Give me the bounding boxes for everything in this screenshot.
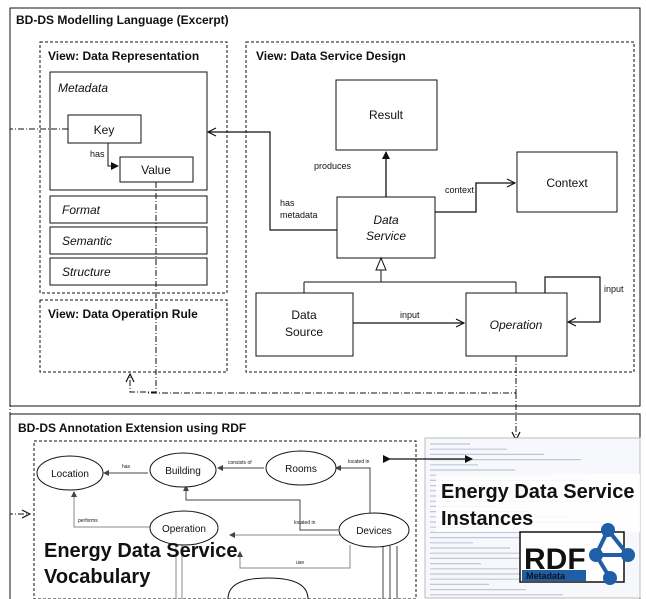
view-data-operation-rule-title: View: Data Operation Rule <box>48 307 198 321</box>
structure-box <box>49 257 208 286</box>
instances-title-line-2: Instances <box>441 508 533 530</box>
data-service-label-2: Service <box>366 229 406 243</box>
self-input-edge <box>544 276 601 322</box>
operation-link-connector <box>148 356 517 394</box>
has-edge <box>107 143 119 170</box>
inheritance-triangle <box>375 256 387 271</box>
use-edge-label: use <box>296 560 304 566</box>
view-data-service-design-title: View: Data Service Design <box>256 49 406 63</box>
context-box <box>516 151 618 213</box>
data-source-box <box>255 292 354 357</box>
instances-title-backdrop <box>436 474 640 532</box>
devices-building-edge <box>183 485 338 531</box>
produces-label: produces <box>314 161 352 171</box>
metadata-label: Metadata <box>58 81 108 95</box>
operation-node <box>149 510 219 546</box>
has-edge-vocab-label: has <box>122 464 131 470</box>
devices-label: Devices <box>356 526 392 537</box>
use-edge <box>237 545 351 569</box>
located-in-edge-1-label: located in <box>348 459 370 465</box>
key-box <box>67 114 142 144</box>
has-label: has <box>90 149 105 159</box>
result-label: Result <box>369 108 404 122</box>
input-edge-label: input <box>400 310 420 320</box>
key-label: Key <box>94 123 115 137</box>
data-service-label-1: Data <box>373 213 399 227</box>
devices-down-edges <box>382 546 398 599</box>
data-source-label-2: Source <box>285 325 323 339</box>
rdf-logo-sub-band <box>522 570 586 581</box>
view-data-operation-rule <box>39 299 228 373</box>
inheritance-edge <box>303 270 517 293</box>
data-source-label-1: Data <box>291 308 317 322</box>
context-edge-label: context <box>445 185 475 195</box>
has-metadata-label-2: metadata <box>280 210 318 220</box>
format-box <box>49 195 208 224</box>
context-label: Context <box>546 176 588 190</box>
performs-edge-label: performs <box>78 518 98 524</box>
rdf-logo: RDF Metadata <box>519 523 635 585</box>
location-label: Location <box>51 469 89 480</box>
context-edge <box>435 183 515 213</box>
key-link-connector <box>9 128 68 514</box>
vocabulary-title-line-1: Energy Data Service <box>44 540 237 562</box>
rdf-logo-sub: Metadata <box>526 571 566 581</box>
located-in-edge-2-label: located in <box>294 520 316 526</box>
view-data-service-design <box>245 41 635 373</box>
operation-down-edge <box>175 545 183 599</box>
self-input-label: input <box>604 284 624 294</box>
vocabulary-title-line-2: Vocabulary <box>44 566 151 588</box>
building-node <box>149 452 217 488</box>
format-label: Format <box>62 203 101 217</box>
value-label: Value <box>141 163 171 177</box>
annotation-panel-title: BD-DS Annotation Extension using RDF <box>18 421 246 435</box>
operation-location-edge <box>71 491 150 528</box>
partial-node-outline <box>227 577 309 599</box>
semantic-box <box>49 226 208 255</box>
semantic-label: Semantic <box>62 234 112 248</box>
building-label: Building <box>165 466 201 477</box>
location-node <box>36 455 104 491</box>
view-data-representation <box>39 41 228 294</box>
has-metadata-label-1: has <box>280 198 295 208</box>
rooms-node <box>265 450 337 486</box>
data-service-box <box>336 196 436 259</box>
result-box <box>335 79 438 151</box>
rooms-label: Rooms <box>285 464 317 475</box>
value-box <box>119 156 194 183</box>
has-metadata-edge <box>208 132 337 231</box>
operation-node-label: Operation <box>162 524 206 535</box>
structure-label: Structure <box>62 265 111 279</box>
instances-title-line-1: Energy Data Service <box>441 481 634 503</box>
value-link-connector <box>130 182 157 393</box>
rdf-graph-icon <box>589 523 635 585</box>
operation-label: Operation <box>490 318 543 332</box>
view-data-representation-title: View: Data Representation <box>48 49 199 63</box>
devices-node <box>338 512 410 548</box>
operation-box <box>465 292 568 357</box>
language-panel-title: BD-DS Modelling Language (Excerpt) <box>16 13 229 27</box>
consists-of-edge-label: consists of <box>228 460 252 466</box>
devices-rooms-edge <box>335 465 371 514</box>
